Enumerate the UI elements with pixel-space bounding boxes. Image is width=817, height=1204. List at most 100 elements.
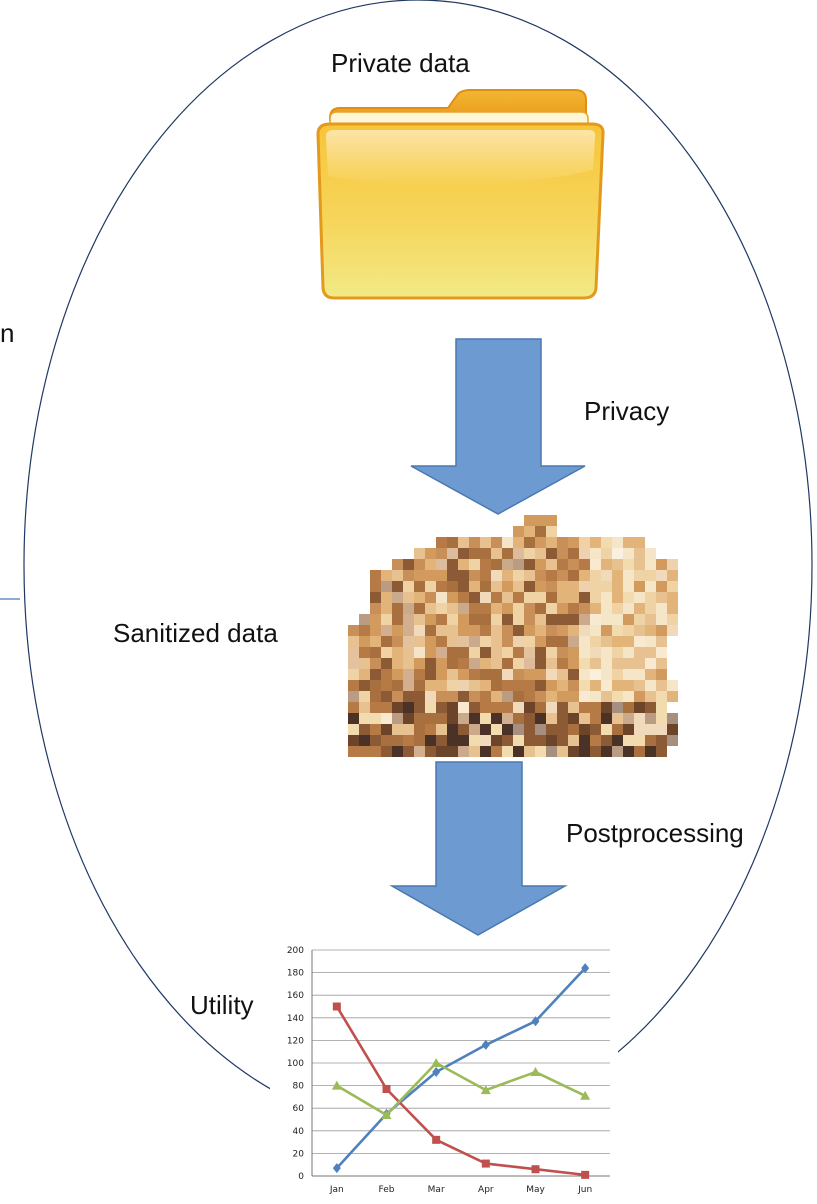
pixel-cell bbox=[502, 713, 513, 724]
pixel-cell bbox=[645, 592, 656, 603]
pixel-cell bbox=[535, 603, 546, 614]
pixel-cell bbox=[590, 691, 601, 702]
pixel-cell bbox=[480, 636, 491, 647]
y-tick-label: 180 bbox=[287, 969, 304, 979]
pixel-cell bbox=[425, 603, 436, 614]
pixel-cell bbox=[370, 658, 381, 669]
pixel-cell bbox=[491, 614, 502, 625]
pixel-cell bbox=[601, 603, 612, 614]
pixel-cell bbox=[469, 636, 480, 647]
pixel-cell bbox=[403, 625, 414, 636]
pixel-cell bbox=[645, 559, 656, 570]
pixel-cell bbox=[414, 702, 425, 713]
pixel-cell bbox=[403, 570, 414, 581]
pixel-cell bbox=[425, 735, 436, 746]
pixel-cell bbox=[623, 548, 634, 559]
pixel-cell bbox=[359, 746, 370, 757]
pixel-cell bbox=[436, 570, 447, 581]
pixel-cell bbox=[480, 625, 491, 636]
pixel-cell bbox=[436, 691, 447, 702]
pixel-cell bbox=[546, 724, 557, 735]
pixel-cell bbox=[656, 735, 667, 746]
pixel-cell bbox=[480, 658, 491, 669]
pixel-cell bbox=[425, 746, 436, 757]
pixel-cell bbox=[568, 691, 579, 702]
pixel-cell bbox=[513, 669, 524, 680]
pixel-cell bbox=[458, 614, 469, 625]
pixel-cell bbox=[348, 746, 359, 757]
pixel-cell bbox=[458, 680, 469, 691]
pixel-cell bbox=[414, 570, 425, 581]
pixel-cell bbox=[381, 702, 392, 713]
pixel-cell bbox=[612, 570, 623, 581]
pixel-cell bbox=[579, 592, 590, 603]
pixel-cell bbox=[403, 746, 414, 757]
pixel-cell bbox=[612, 592, 623, 603]
pixel-cell bbox=[557, 592, 568, 603]
pixel-cell bbox=[370, 680, 381, 691]
pixel-cell bbox=[568, 702, 579, 713]
pixel-cell bbox=[447, 735, 458, 746]
pixel-cell bbox=[623, 647, 634, 658]
pixel-cell bbox=[579, 680, 590, 691]
pixel-cell bbox=[458, 548, 469, 559]
pixel-cell bbox=[513, 658, 524, 669]
pixel-cell bbox=[502, 614, 513, 625]
pixel-cell bbox=[502, 735, 513, 746]
pixel-cell bbox=[579, 691, 590, 702]
pixel-cell bbox=[370, 581, 381, 592]
privacy-label: Privacy bbox=[584, 396, 670, 426]
pixel-cell bbox=[381, 746, 392, 757]
pixel-cell bbox=[370, 625, 381, 636]
pixel-cell bbox=[392, 669, 403, 680]
pixel-cell bbox=[348, 724, 359, 735]
pixel-cell bbox=[513, 526, 524, 537]
pixel-cell bbox=[381, 680, 392, 691]
pixel-cell bbox=[623, 581, 634, 592]
pixel-cell bbox=[425, 691, 436, 702]
pixel-cell bbox=[436, 680, 447, 691]
pixel-cell bbox=[381, 713, 392, 724]
postprocessing-label: Postprocessing bbox=[566, 818, 744, 848]
pixel-cell bbox=[403, 713, 414, 724]
pixel-cell bbox=[656, 581, 667, 592]
pixel-cell bbox=[634, 625, 645, 636]
pixel-cell bbox=[568, 724, 579, 735]
pixel-cell bbox=[370, 570, 381, 581]
pixel-cell bbox=[381, 691, 392, 702]
x-tick-label: May bbox=[526, 1185, 545, 1195]
pixel-cell bbox=[436, 548, 447, 559]
pixel-cell bbox=[403, 680, 414, 691]
pixel-cell bbox=[546, 581, 557, 592]
pixel-cell bbox=[667, 735, 678, 746]
pixel-cell bbox=[513, 614, 524, 625]
pixel-cell bbox=[634, 559, 645, 570]
pixel-cell bbox=[579, 647, 590, 658]
pixel-cell bbox=[524, 702, 535, 713]
pixel-cell bbox=[524, 614, 535, 625]
pixel-cell bbox=[348, 702, 359, 713]
pixel-cell bbox=[381, 625, 392, 636]
pixel-cell bbox=[623, 735, 634, 746]
pixel-cell bbox=[656, 669, 667, 680]
pixel-cell bbox=[557, 647, 568, 658]
pixel-cell bbox=[480, 614, 491, 625]
cut-off-text-fragment: n bbox=[0, 318, 15, 348]
pixel-cell bbox=[359, 614, 370, 625]
pixel-cell bbox=[568, 570, 579, 581]
pixel-cell bbox=[403, 702, 414, 713]
pixel-cell bbox=[667, 592, 678, 603]
pixel-cell bbox=[546, 636, 557, 647]
pixel-cell bbox=[557, 680, 568, 691]
data-point-diamond bbox=[432, 1067, 441, 1078]
pixel-cell bbox=[579, 658, 590, 669]
pixel-cell bbox=[447, 636, 458, 647]
pixel-cell bbox=[524, 680, 535, 691]
pixel-cell bbox=[414, 559, 425, 570]
pixel-cell bbox=[370, 691, 381, 702]
pixel-cell bbox=[436, 581, 447, 592]
pixel-cell bbox=[403, 647, 414, 658]
data-point-triangle bbox=[480, 1085, 491, 1095]
pixel-cell bbox=[447, 691, 458, 702]
pixel-cell bbox=[458, 603, 469, 614]
